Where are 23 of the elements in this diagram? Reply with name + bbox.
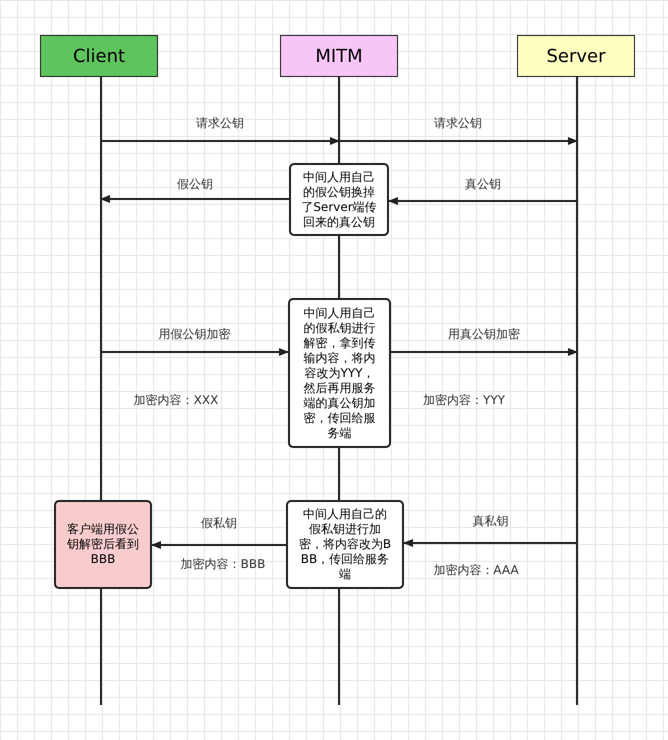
message-arrow bbox=[101, 137, 340, 145]
content-note: 加密内容：AAA bbox=[433, 562, 519, 579]
message-arrow bbox=[151, 541, 286, 549]
content-note: 加密内容：YYY bbox=[423, 392, 505, 409]
message-arrow bbox=[403, 539, 577, 547]
message-label: 用假公钥加密 bbox=[158, 326, 230, 343]
participant-box: MITM bbox=[280, 35, 398, 77]
message-arrow bbox=[391, 348, 578, 356]
message-arrow bbox=[339, 137, 578, 145]
content-note: 加密内容：XXX bbox=[134, 392, 218, 409]
participant-box: Server bbox=[517, 35, 635, 77]
participant-box: Client bbox=[40, 35, 158, 77]
message-label: 真公钥 bbox=[465, 176, 501, 193]
message-arrow bbox=[101, 348, 289, 356]
message-label: 假私钥 bbox=[201, 515, 237, 532]
content-note: 加密内容：BBB bbox=[180, 556, 266, 573]
message-label: 用真公钥加密 bbox=[448, 326, 520, 343]
message-arrow bbox=[100, 195, 289, 203]
message-label: 请求公钥 bbox=[434, 115, 482, 132]
message-arrow bbox=[388, 197, 577, 205]
message-label: 假公钥 bbox=[177, 176, 213, 193]
message-label: 请求公钥 bbox=[196, 115, 244, 132]
message-label: 真私钥 bbox=[472, 513, 508, 530]
